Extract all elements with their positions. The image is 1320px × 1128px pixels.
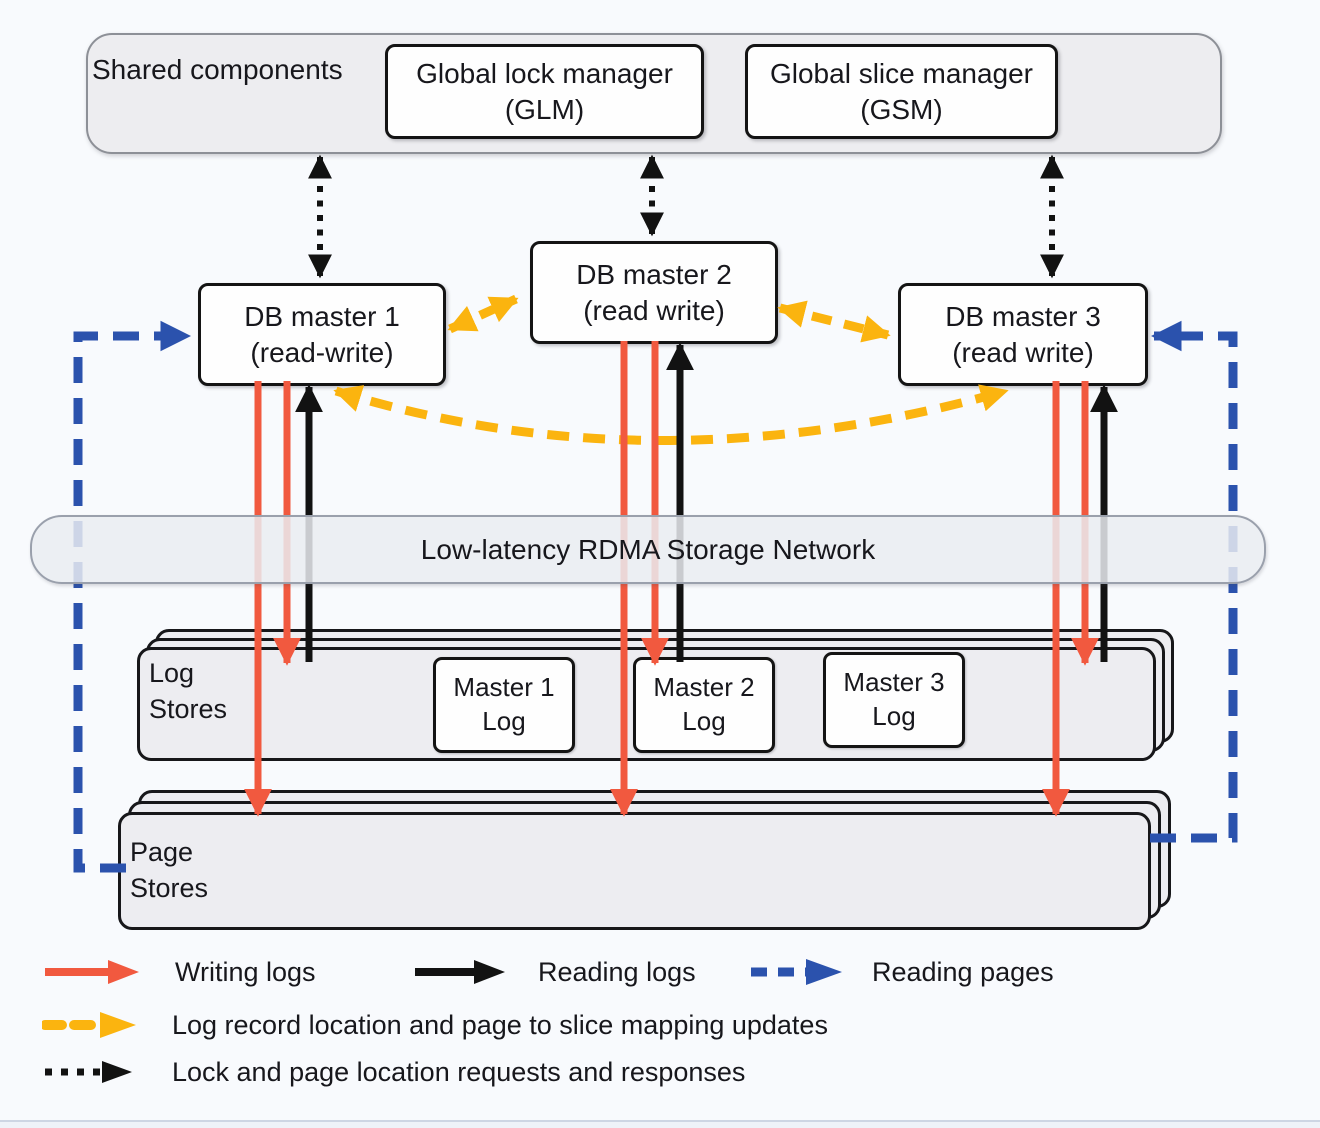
master-3-log-box: Master 3 Log xyxy=(823,652,965,748)
legend-row-1c: Reading pages xyxy=(748,957,1054,987)
global-lock-manager-box: Global lock manager (GLM) xyxy=(385,44,704,139)
db-master-3-line1: DB master 3 xyxy=(945,300,1101,332)
db-master-3-line2: (read write) xyxy=(952,336,1094,368)
log-stores-label: Log Stores xyxy=(149,658,228,724)
legend-lock-location-label: Lock and page location requests and resp… xyxy=(172,1057,746,1087)
gsm-line1: Global slice manager xyxy=(769,57,1034,89)
master-1-log-box: Master 1 Log xyxy=(433,657,575,753)
glm-line2: (GLM) xyxy=(504,93,585,125)
legend-row-3: Lock and page location requests and resp… xyxy=(42,1057,745,1087)
writing-logs-arrow-icon xyxy=(45,960,139,984)
page-stores-label: Page Stores xyxy=(130,837,209,903)
mapping-update-arrow-m2-m3 xyxy=(777,300,891,343)
legend-reading-logs-label: Reading logs xyxy=(538,957,696,987)
db-master-3-box: DB master 3 (read write) xyxy=(898,283,1148,386)
mapping-update-arrow-m1-m3-arc xyxy=(333,384,1009,445)
rdma-network-bar: Low-latency RDMA Storage Network xyxy=(30,515,1266,584)
legend-row-1: Writing logs xyxy=(42,957,316,987)
mapping-updates-arrow-icon xyxy=(42,1012,136,1038)
gsm-line2: (GSM) xyxy=(860,93,943,125)
glm-line1: Global lock manager xyxy=(416,57,673,89)
page-stores-box xyxy=(118,812,1151,930)
global-slice-manager-box: Global slice manager (GSM) xyxy=(745,44,1058,139)
rdma-network-label: Low-latency RDMA Storage Network xyxy=(420,533,876,565)
db-master-1-line1: DB master 1 xyxy=(244,300,400,332)
db-master-2-box: DB master 2 (read write) xyxy=(530,241,778,344)
reading-pages-arrow-right xyxy=(1150,320,1238,843)
db-master-1-box: DB master 1 (read-write) xyxy=(198,283,446,386)
legend-writing-logs-label: Writing logs xyxy=(175,957,316,987)
db-master-2-line2: (read write) xyxy=(583,294,725,326)
legend-reading-pages-label: Reading pages xyxy=(872,957,1054,987)
reading-logs-arrow-icon xyxy=(415,960,505,984)
db-master-1-line2: (read-write) xyxy=(250,336,394,368)
legend-mapping-updates-label: Log record location and page to slice ma… xyxy=(172,1010,828,1040)
db-master-2-line1: DB master 2 xyxy=(576,258,732,290)
legend-row-2: Log record location and page to slice ma… xyxy=(42,1010,828,1040)
master-2-log-box: Master 2 Log xyxy=(633,657,775,753)
lock-location-arrow-icon xyxy=(45,1061,132,1083)
reading-pages-arrow-left xyxy=(73,320,192,873)
shared-components-label: Shared components xyxy=(92,54,343,85)
reading-pages-arrow-icon xyxy=(751,959,842,985)
mapping-update-arrow-m1-m2 xyxy=(447,294,519,334)
legend-row-1b: Reading logs xyxy=(412,957,696,987)
page-edge-strip xyxy=(0,1120,1320,1128)
